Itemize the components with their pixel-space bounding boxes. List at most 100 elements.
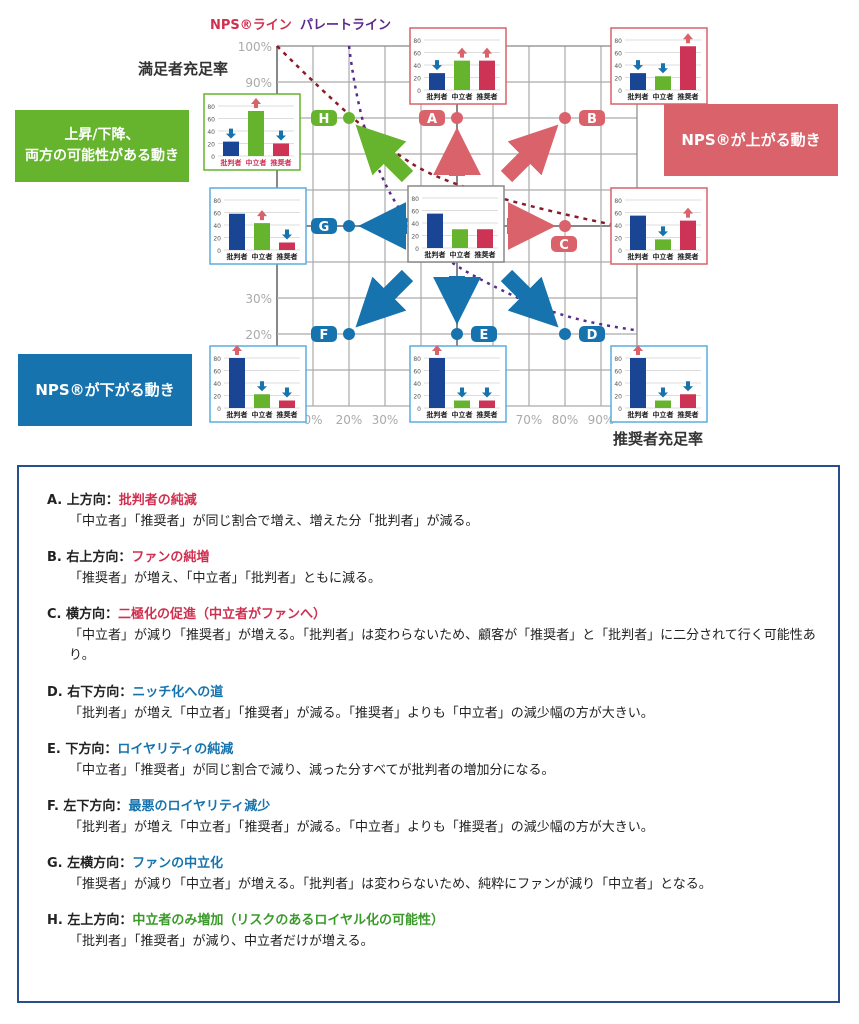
- bar-label: 批判者: [227, 410, 248, 419]
- point-c: [559, 220, 571, 232]
- description-body: 「中立者」が減り「推奨者」が増える。「批判者」は変わらないため、顧客が「推奨者」…: [69, 628, 816, 664]
- bar-neutral: [655, 239, 671, 250]
- bar-promoter: [279, 400, 295, 408]
- mini-tick: 40: [411, 221, 419, 228]
- label-e: E: [480, 328, 489, 343]
- label-badge-d: [579, 326, 605, 342]
- direction-title: ニッチ化への道: [132, 684, 224, 700]
- category-up: NPS®が上がる動き: [664, 104, 838, 176]
- down-arrow-icon: [658, 63, 668, 74]
- bar-critic: [630, 73, 646, 90]
- direction-label: A. 上方向：: [47, 493, 119, 508]
- mini-chart-b: 020406080批判者中立者推奨者: [610, 27, 708, 105]
- bar-label: 中立者: [653, 252, 674, 261]
- mini-tick: 20: [614, 76, 622, 83]
- mini-tick: 60: [413, 369, 421, 376]
- mini-chart-c: 020406080批判者中立者推奨者: [610, 187, 708, 265]
- up-arrow-icon: [432, 345, 442, 355]
- mini-tick: 80: [213, 198, 221, 205]
- bar-neutral: [452, 229, 468, 248]
- direction-title: 批判者の純減: [118, 493, 197, 508]
- bar-critic: [223, 141, 239, 156]
- mini-chart-d: 020406080批判者中立者推奨者: [610, 345, 708, 423]
- mini-chart-frame: [610, 345, 708, 423]
- direction-title: ロイヤリティの純減: [117, 741, 234, 757]
- bar-critic: [630, 215, 646, 250]
- bar-label: 推奨者: [271, 158, 292, 167]
- description-heading: E. 下方向：ロイヤリティの純減: [47, 738, 838, 757]
- bar-label: 推奨者: [477, 410, 498, 419]
- mini-tick: 0: [417, 88, 421, 95]
- mini-chart-frame: [209, 345, 307, 423]
- point-d: [559, 328, 571, 340]
- bar-label: 中立者: [653, 92, 674, 101]
- mini-tick: 60: [213, 211, 221, 218]
- mini-tick: 40: [413, 381, 421, 388]
- bar-label: 中立者: [452, 410, 473, 419]
- label-a: A: [427, 112, 437, 127]
- mini-tick: 0: [618, 88, 622, 95]
- description-body: 「推奨者」が増え、「中立者」「批判者」ともに減る。: [69, 571, 382, 587]
- description-heading: G. 左横方向：ファンの中立化: [47, 852, 838, 871]
- bar-neutral: [655, 400, 671, 408]
- up-arrow-icon: [457, 47, 467, 58]
- down-arrow-icon: [482, 387, 492, 398]
- bar-promoter: [479, 400, 495, 408]
- direction-title: 二極化の促進（中立者がファンへ）: [118, 607, 327, 623]
- down-arrow-icon: [282, 387, 292, 398]
- mini-chart-e: 020406080批判者中立者推奨者: [409, 345, 507, 423]
- y-tick: 30%: [245, 292, 272, 306]
- mini-tick: 80: [213, 356, 221, 363]
- mini-tick: 40: [213, 381, 221, 388]
- pareto-line-legend: パレートライン: [300, 18, 392, 33]
- direction-title: 最悪のロイヤリティ減少: [128, 798, 271, 814]
- bar-label: 批判者: [628, 92, 649, 101]
- mini-tick: 20: [614, 394, 622, 401]
- bar-critic: [229, 213, 245, 250]
- mini-tick: 20: [411, 234, 419, 241]
- direction-label: F. 左下方向：: [47, 798, 129, 814]
- mini-tick: 60: [411, 209, 419, 216]
- description-item: H. 左上方向：中立者のみ増加（リスクのあるロイヤル化の可能性）「批判者」「推奨…: [47, 909, 838, 952]
- label-badge-f: [311, 326, 337, 342]
- mini-chart-frame: [209, 187, 307, 265]
- label-b: B: [587, 112, 597, 127]
- x-tick: 0%: [303, 413, 322, 427]
- bar-label: 推奨者: [477, 92, 498, 101]
- mini-tick: 20: [413, 394, 421, 401]
- description-heading: B. 右上方向：ファンの純増: [47, 546, 838, 565]
- mini-tick: 40: [213, 223, 221, 230]
- bar-critic: [429, 358, 445, 408]
- y-axis-label: 満足者充足率: [138, 60, 229, 78]
- mini-chart-center: 020406080批判者中立者推奨者: [407, 185, 505, 263]
- bar-label: 中立者: [450, 250, 471, 259]
- description-body: 「批判者」「推奨者」が減り、中立者だけが増える。: [69, 934, 374, 950]
- label-d: D: [587, 328, 598, 343]
- description-panel: A. 上方向：批判者の純減「中立者」「推奨者」が同じ割合で増え、増えた分「批判者…: [17, 465, 840, 1003]
- x-tick: 70%: [516, 413, 543, 427]
- bar-label: 中立者: [252, 252, 273, 261]
- mini-chart-frame: [409, 345, 507, 423]
- arrow-h: [355, 124, 414, 183]
- mini-tick: 60: [207, 117, 215, 124]
- bar-label: 批判者: [227, 252, 248, 261]
- mini-tick: 0: [211, 154, 215, 161]
- x-tick: 90%: [588, 413, 615, 427]
- mini-tick: 40: [207, 129, 215, 136]
- mini-tick: 40: [614, 63, 622, 70]
- mini-tick: 0: [217, 406, 221, 413]
- bar-promoter: [479, 60, 495, 90]
- down-arrow-icon: [683, 381, 693, 392]
- category-down: NPS®が下がる動き: [18, 354, 192, 426]
- y-tick: 20%: [245, 328, 272, 342]
- direction-label: D. 右下方向：: [47, 684, 133, 700]
- description-item: F. 左下方向：最悪のロイヤリティ減少「批判者」が増え「中立者」「推奨者」が減る…: [47, 795, 838, 838]
- mini-tick: 0: [217, 248, 221, 255]
- description-body: 「批判者」が増え「中立者」「推奨者」が減る。「中立者」よりも「推奨者」の減少幅の…: [69, 819, 654, 835]
- y-tick: 90%: [245, 76, 272, 90]
- mini-tick: 40: [614, 381, 622, 388]
- down-arrow-icon: [633, 60, 643, 71]
- mini-tick: 80: [413, 38, 421, 45]
- x-tick: 30%: [372, 413, 399, 427]
